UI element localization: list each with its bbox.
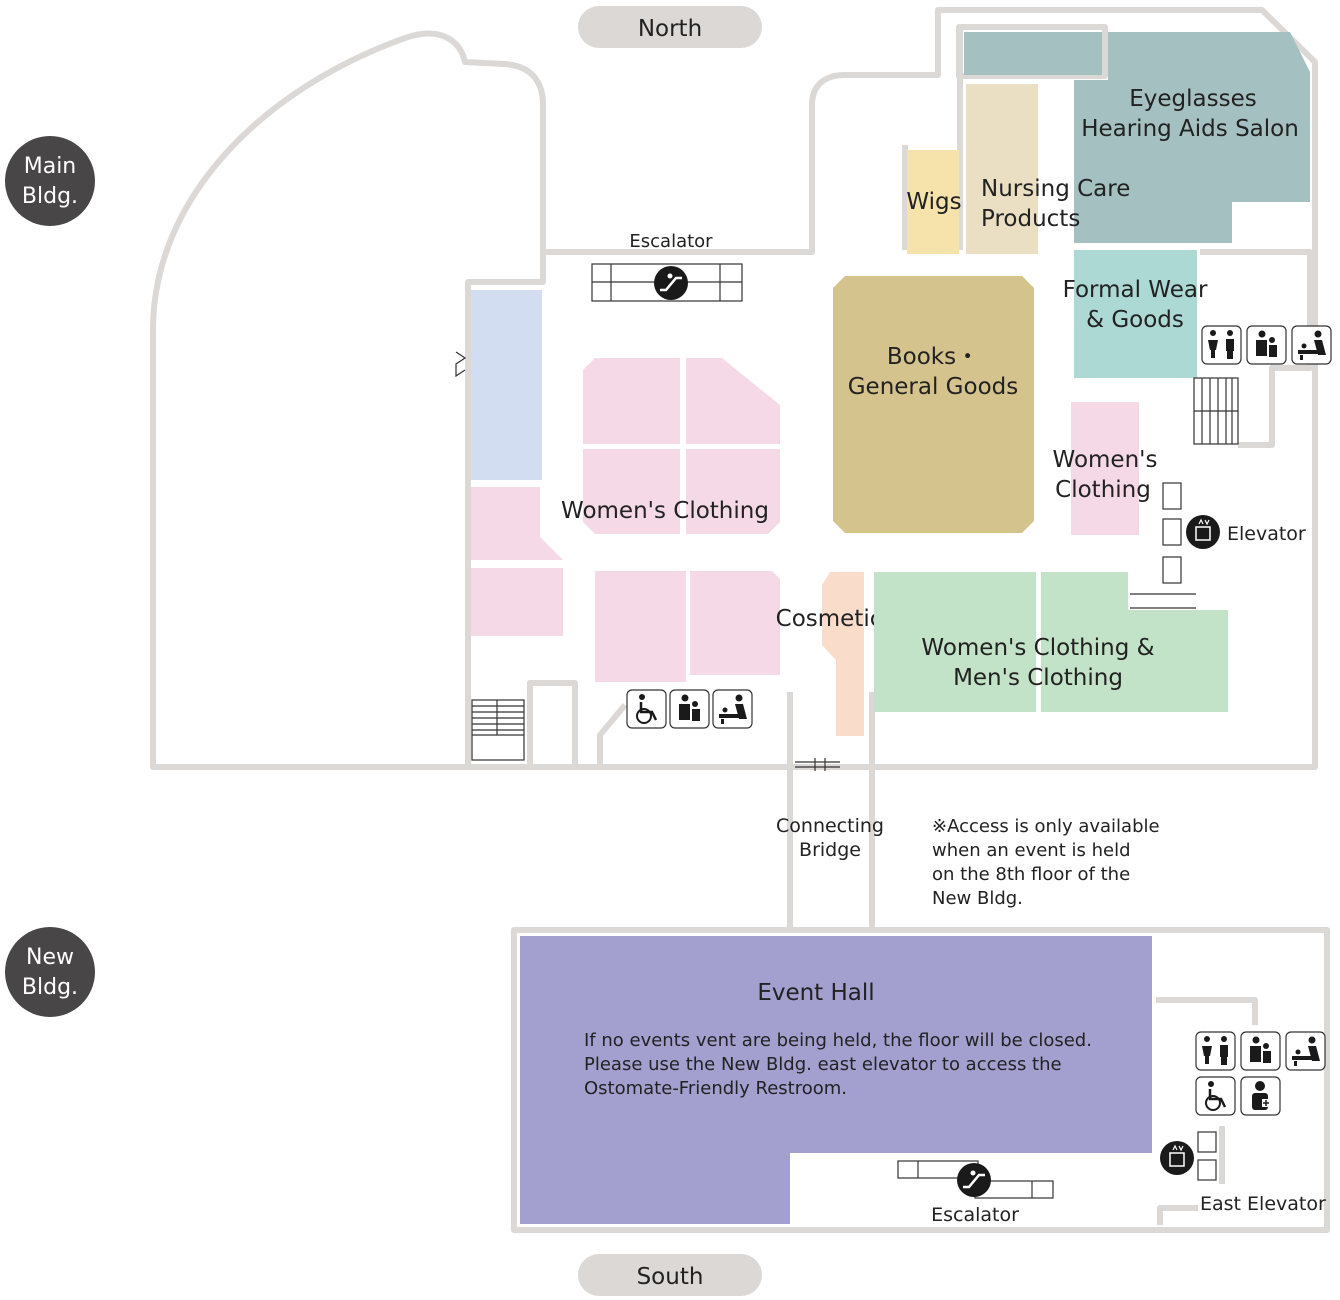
main-bldg-label-2: Bldg.: [22, 184, 78, 209]
area-blue-stock: [471, 290, 542, 480]
womens-right-label-1: Women's: [1053, 447, 1158, 473]
wigs-label: Wigs: [906, 189, 961, 215]
main-bldg-label-1: Main: [24, 154, 77, 179]
area-pink-left-lower: [471, 568, 563, 636]
elevator-label: Elevator: [1227, 523, 1306, 545]
elevator-icon: [1186, 515, 1220, 549]
access-note: ※Access is only available when an event …: [932, 816, 1160, 909]
diaper-change-icon: [1291, 325, 1332, 365]
teal-stock-top: [964, 32, 1102, 75]
east-elevator[interactable]: East Elevator: [1160, 1131, 1326, 1215]
pink-lower-blocks: [595, 571, 780, 682]
new-building-walls: [511, 927, 1330, 1233]
event-note-line-3: Ostomate-Friendly Restroom.: [584, 1078, 847, 1099]
eyeglasses-label-1: Eyeglasses: [1129, 86, 1256, 112]
wigs[interactable]: Wigs: [906, 150, 962, 254]
restroom-icon: [1195, 1031, 1236, 1071]
womens-clothing-center[interactable]: Women's Clothing: [561, 358, 780, 534]
womens-clothing-center-label: Women's Clothing: [561, 498, 769, 524]
amenity-group-main-right: [1201, 325, 1332, 365]
new-building-badge[interactable]: New Bldg.: [5, 927, 95, 1017]
event-note-line-1: If no events vent are being held, the fl…: [584, 1030, 1092, 1051]
books-label-2: General Goods: [848, 374, 1019, 400]
elevator[interactable]: Elevator: [1186, 515, 1306, 549]
elevator-icon: [1160, 1141, 1194, 1175]
access-note-line-2: when an event is held: [932, 840, 1131, 861]
formal-label-2: & Goods: [1086, 307, 1184, 333]
diaper-change-icon: [712, 689, 753, 729]
eyeglasses-hearing-aids-salon[interactable]: Eyeglasses Hearing Aids Salon: [1074, 32, 1310, 243]
diaper-change-icon: [1285, 1031, 1326, 1071]
baby-care-icon: [1246, 325, 1287, 365]
amenity-group-main-bottom: [626, 689, 753, 729]
womens-mens-label-1: Women's Clothing &: [921, 635, 1154, 661]
bridge-label-2: Bridge: [799, 839, 861, 861]
south-indicator: South: [578, 1254, 762, 1296]
main-building-walls: [150, 7, 1318, 770]
nursing-label-2: Products: [981, 206, 1080, 232]
north-indicator: North: [578, 6, 762, 48]
bridge-label-1: Connecting: [776, 815, 884, 837]
wheelchair-icon: [1195, 1076, 1236, 1116]
nursing-care-products[interactable]: Nursing Care Products: [966, 84, 1130, 254]
east-elevator-label: East Elevator: [1200, 1193, 1326, 1215]
new-bldg-label-2: Bldg.: [22, 975, 78, 1000]
womens-right-label-2: Clothing: [1055, 477, 1151, 503]
elevator-shafts: [1130, 482, 1196, 609]
stairs-right: [1193, 377, 1239, 445]
connecting-bridge: [787, 692, 875, 928]
stairs-left: [471, 699, 525, 761]
nursing-label-1: Nursing Care: [981, 176, 1130, 202]
books-general-goods[interactable]: Books・ General Goods: [833, 276, 1034, 533]
main-building-badge[interactable]: Main Bldg.: [5, 136, 95, 226]
formal-label-1: Formal Wear: [1063, 277, 1208, 303]
escalator-bottom[interactable]: Escalator: [897, 1160, 1054, 1226]
restroom-icon: [1201, 325, 1242, 365]
amenity-group-new: [1195, 1031, 1326, 1116]
baby-care-icon: [669, 689, 710, 729]
womens-mens-label-2: Men's Clothing: [953, 665, 1123, 691]
connecting-bridge-label: Connecting Bridge: [776, 815, 884, 861]
books-label-1: Books・: [887, 344, 979, 370]
north-label: North: [638, 16, 702, 42]
side-door: [455, 351, 467, 378]
escalator-bottom-label: Escalator: [931, 1204, 1019, 1226]
eyeglasses-label-2: Hearing Aids Salon: [1081, 116, 1299, 142]
escalator-top[interactable]: Escalator: [591, 231, 743, 302]
event-note-line-2: Please use the New Bldg. east elevator t…: [584, 1054, 1062, 1075]
event-hall-label: Event Hall: [757, 980, 874, 1006]
new-bldg-label-1: New: [26, 945, 74, 970]
escalator-icon: [957, 1163, 991, 1197]
access-note-line-4: New Bldg.: [932, 888, 1023, 909]
access-note-line-3: on the 8th floor of the: [932, 864, 1130, 885]
ostomate-icon: [1240, 1076, 1281, 1116]
baby-care-icon: [1240, 1031, 1281, 1071]
formal-wear-goods[interactable]: Formal Wear & Goods: [1063, 250, 1208, 378]
wheelchair-icon: [626, 689, 667, 729]
event-hall[interactable]: Event Hall If no events vent are being h…: [520, 936, 1152, 1224]
south-label: South: [637, 1264, 704, 1290]
escalator-top-label: Escalator: [629, 231, 713, 252]
womens-clothing-right[interactable]: Women's Clothing: [1053, 402, 1158, 535]
access-note-line-1: ※Access is only available: [932, 816, 1160, 837]
escalator-icon: [654, 266, 688, 300]
area-pink-left-upper: [471, 487, 563, 560]
womens-mens-clothing[interactable]: Women's Clothing & Men's Clothing: [874, 572, 1228, 712]
